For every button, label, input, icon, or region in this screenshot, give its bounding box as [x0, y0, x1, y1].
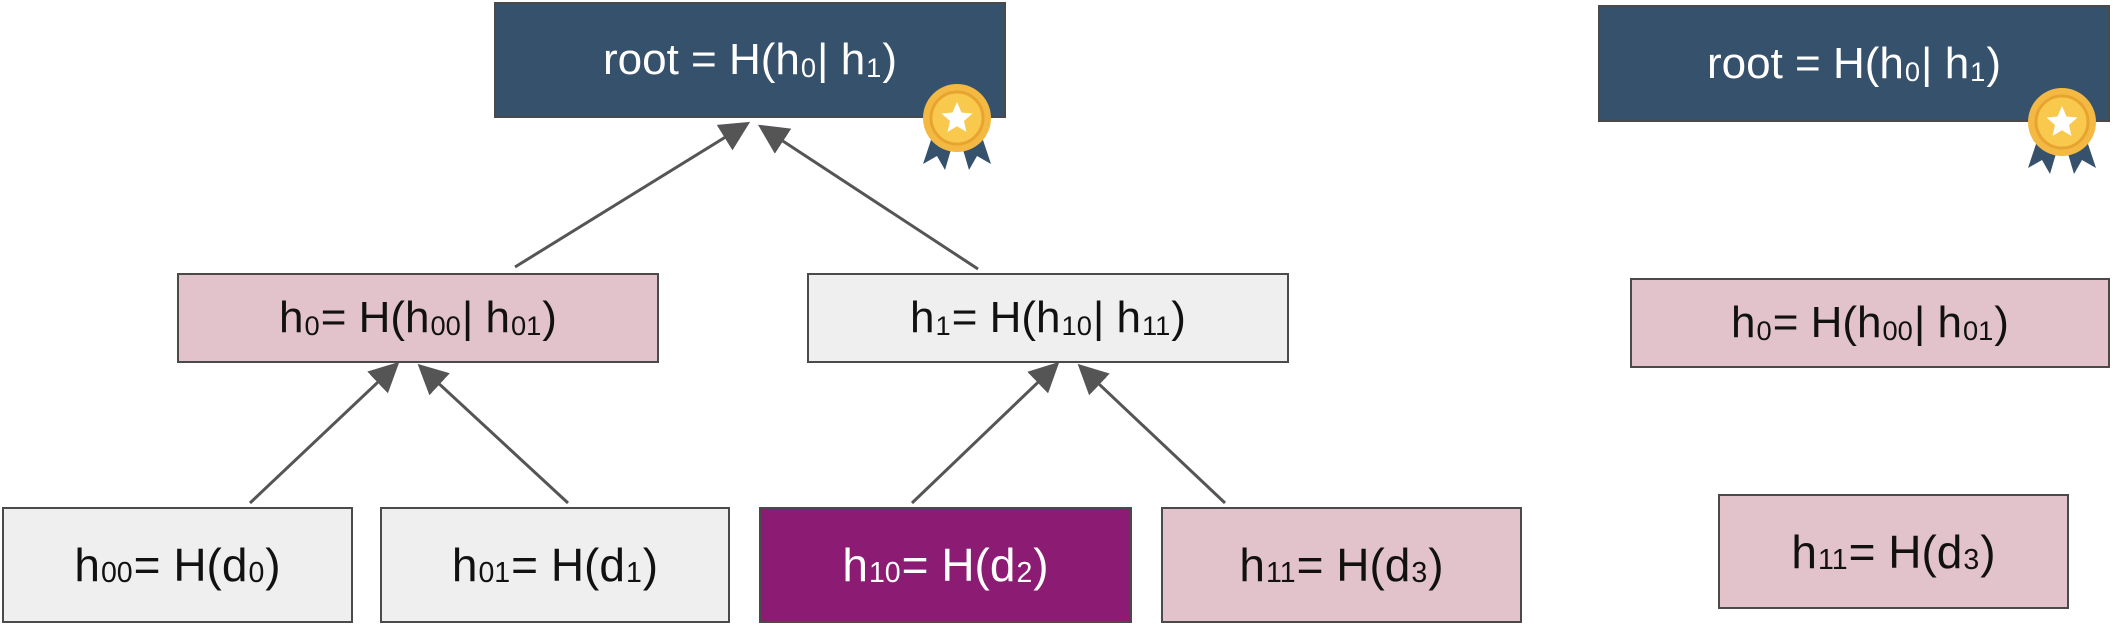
- edge-h0-to-root: [514, 121, 751, 269]
- edge-h00-to-h0: [248, 361, 400, 505]
- edge-h10-to-h1: [910, 361, 1060, 505]
- award-badge-icon: [2028, 88, 2096, 174]
- award-badge-icon: [923, 84, 991, 170]
- edge-h11-to-h1: [1077, 363, 1227, 505]
- edge-h01-to-h0: [417, 363, 570, 505]
- edge-h1-to-root: [757, 124, 979, 271]
